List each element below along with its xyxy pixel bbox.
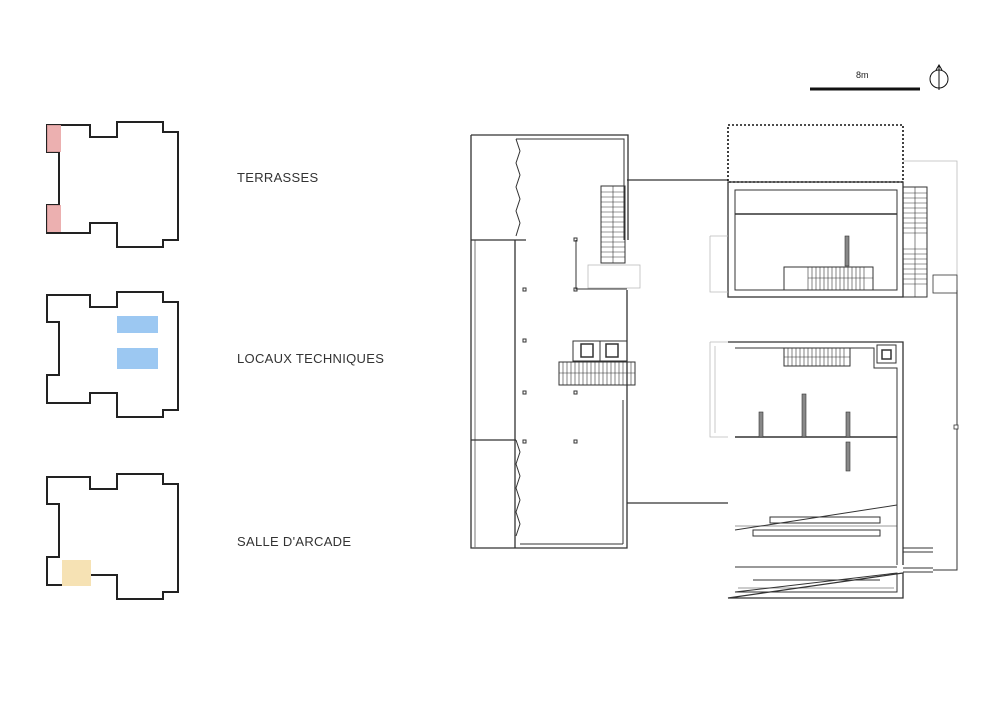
key-plan-locaux-techniques (46, 291, 179, 418)
technical-room-area (117, 348, 158, 369)
north-arrow-icon (929, 64, 949, 90)
key-plan-salle-arcade (46, 473, 179, 600)
legend-label-locaux-techniques: LOCAUX TECHNIQUES (237, 351, 385, 366)
technical-room-area (117, 316, 158, 333)
terrasse-area (47, 125, 61, 152)
scale-label: 8m (856, 70, 869, 80)
legend-label-salle-arcade: SALLE D'ARCADE (237, 534, 352, 549)
arcade-room-area (62, 560, 91, 586)
legend-label-terrasses: TERRASSES (237, 170, 319, 185)
terrasse-area (47, 205, 61, 232)
key-plan-terrasses (46, 121, 179, 248)
main-floor-plan (470, 124, 959, 599)
